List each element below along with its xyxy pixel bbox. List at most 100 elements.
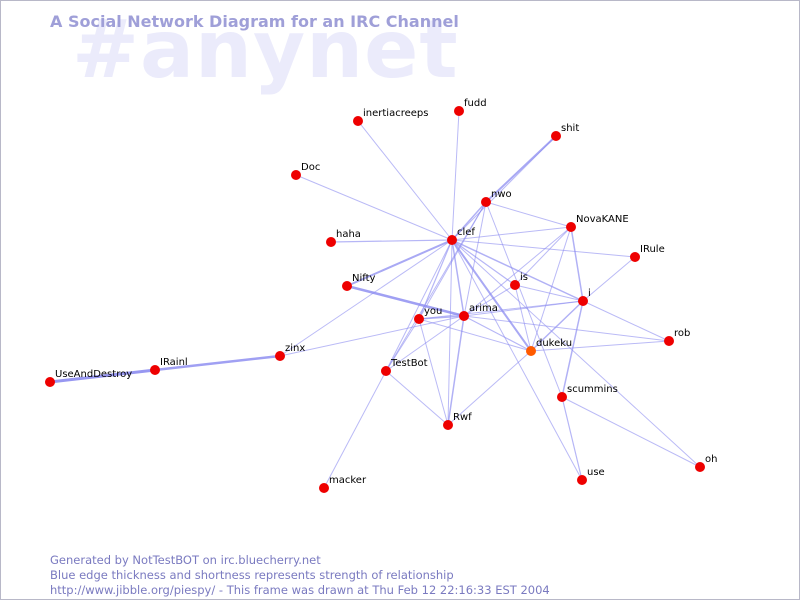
node-useanddestroy[interactable]: UseAndDestroy bbox=[45, 369, 132, 387]
edge-nifty-arima bbox=[345, 284, 466, 318]
node-arima[interactable]: arima bbox=[459, 303, 498, 321]
edge-clef-arima bbox=[451, 239, 465, 317]
edge-layer bbox=[48, 110, 701, 489]
node-i[interactable]: i bbox=[578, 288, 591, 306]
node-dot[interactable] bbox=[481, 197, 491, 207]
node-label: clef bbox=[457, 227, 475, 238]
node-dot[interactable] bbox=[45, 377, 55, 387]
node-dot[interactable] bbox=[319, 483, 329, 493]
node-dot[interactable] bbox=[342, 281, 352, 291]
node-dot[interactable] bbox=[526, 346, 536, 356]
node-label: inertiacreeps bbox=[363, 108, 428, 119]
node-clef[interactable]: clef bbox=[447, 227, 475, 245]
node-dot[interactable] bbox=[664, 336, 674, 346]
edge-nifty-clef bbox=[346, 239, 453, 287]
node-inertiacreeps[interactable]: inertiacreeps bbox=[353, 108, 428, 126]
node-dot[interactable] bbox=[443, 420, 453, 430]
node-dot[interactable] bbox=[275, 351, 285, 361]
node-dot[interactable] bbox=[353, 116, 363, 126]
node-scummins[interactable]: scummins bbox=[557, 384, 618, 402]
node-label: Rwf bbox=[453, 412, 472, 423]
edge-clef-testbot bbox=[385, 239, 453, 372]
footer-legend-note: Blue edge thickness and shortness repres… bbox=[50, 568, 454, 582]
node-haha[interactable]: haha bbox=[326, 229, 361, 247]
node-shit[interactable]: shit bbox=[551, 123, 579, 141]
node-testbot[interactable]: TestBot bbox=[381, 358, 428, 376]
edge-you-testbot bbox=[385, 318, 420, 372]
edge-arima-rob bbox=[463, 315, 670, 342]
node-label: i bbox=[588, 288, 591, 299]
node-dot[interactable] bbox=[459, 311, 469, 321]
edge-dukeku-rwf bbox=[447, 350, 532, 426]
node-label: Doc bbox=[301, 162, 320, 173]
edge-you-i bbox=[418, 300, 584, 320]
edge-is-dukeku bbox=[514, 284, 532, 352]
edge-haha-clef bbox=[330, 239, 453, 243]
channel-watermark: #anynet bbox=[72, 3, 459, 96]
node-macker[interactable]: macker bbox=[319, 475, 367, 493]
edge-clef-novakane bbox=[451, 226, 572, 241]
node-label: is bbox=[520, 272, 528, 283]
node-dot[interactable] bbox=[291, 170, 301, 180]
node-nwo[interactable]: nwo bbox=[481, 189, 512, 207]
edge-clef-use bbox=[451, 239, 583, 481]
node-rob[interactable]: rob bbox=[664, 328, 690, 346]
node-label: macker bbox=[329, 475, 367, 486]
edge-clef-oh bbox=[451, 239, 701, 468]
node-fudd[interactable]: fudd bbox=[454, 98, 487, 116]
node-irainl[interactable]: IRainl bbox=[150, 357, 188, 375]
node-dot[interactable] bbox=[326, 237, 336, 247]
edge-shit-clef bbox=[451, 135, 557, 241]
footer-generated-by: Generated by NotTestBOT on irc.bluecherr… bbox=[50, 553, 321, 567]
node-novakane[interactable]: NovaKANE bbox=[566, 214, 629, 232]
node-dot[interactable] bbox=[557, 392, 567, 402]
node-dot[interactable] bbox=[447, 235, 457, 245]
edge-i-dukeku bbox=[530, 300, 584, 352]
node-label: Nifty bbox=[352, 273, 376, 284]
edge-i-scummins bbox=[561, 300, 584, 398]
node-label: rob bbox=[674, 328, 690, 339]
edge-clef-you bbox=[418, 239, 453, 320]
edge-clef-is bbox=[451, 239, 516, 286]
node-dot[interactable] bbox=[510, 280, 520, 290]
edge-arima-is bbox=[463, 284, 516, 317]
node-dot[interactable] bbox=[578, 296, 588, 306]
node-is[interactable]: is bbox=[510, 272, 528, 290]
node-nifty[interactable]: Nifty bbox=[342, 273, 376, 291]
node-doc[interactable]: Doc bbox=[291, 162, 320, 180]
edge-novakane-dukeku bbox=[530, 226, 572, 352]
edge-doc-clef bbox=[295, 174, 453, 241]
node-label: zinx bbox=[285, 343, 305, 354]
node-rwf[interactable]: Rwf bbox=[443, 412, 472, 430]
edge-arima-testbot bbox=[385, 315, 465, 372]
node-dot[interactable] bbox=[551, 131, 561, 141]
edge-clef-rwf bbox=[447, 239, 453, 426]
node-dot[interactable] bbox=[630, 252, 640, 262]
edge-i-irule bbox=[582, 256, 636, 302]
node-dot[interactable] bbox=[150, 365, 160, 375]
node-dot[interactable] bbox=[695, 462, 705, 472]
node-dot[interactable] bbox=[566, 222, 576, 232]
node-oh[interactable]: oh bbox=[695, 454, 717, 472]
edge-testbot-macker bbox=[323, 370, 387, 489]
node-you[interactable]: you bbox=[414, 306, 442, 324]
node-label: nwo bbox=[491, 189, 512, 200]
node-dukeku[interactable]: dukeku bbox=[526, 338, 572, 356]
edge-nwo-scummins bbox=[485, 201, 563, 398]
node-use[interactable]: use bbox=[577, 467, 605, 485]
node-zinx[interactable]: zinx bbox=[275, 343, 305, 361]
node-dot[interactable] bbox=[454, 106, 464, 116]
edge-you-dukeku bbox=[418, 318, 532, 352]
edge-inertiacreeps-clef bbox=[357, 120, 453, 241]
edge-clef-dukeku bbox=[451, 239, 532, 352]
edge-is-novakane bbox=[514, 226, 572, 286]
node-dot[interactable] bbox=[577, 475, 587, 485]
node-dot[interactable] bbox=[381, 366, 391, 376]
node-dot[interactable] bbox=[414, 314, 424, 324]
edge-nwo-novakane bbox=[485, 201, 572, 228]
node-irule[interactable]: IRule bbox=[630, 244, 665, 262]
footer-source-timestamp: http://www.jibble.org/piespy/ - This fra… bbox=[50, 583, 550, 597]
edge-scummins-oh bbox=[561, 396, 701, 468]
